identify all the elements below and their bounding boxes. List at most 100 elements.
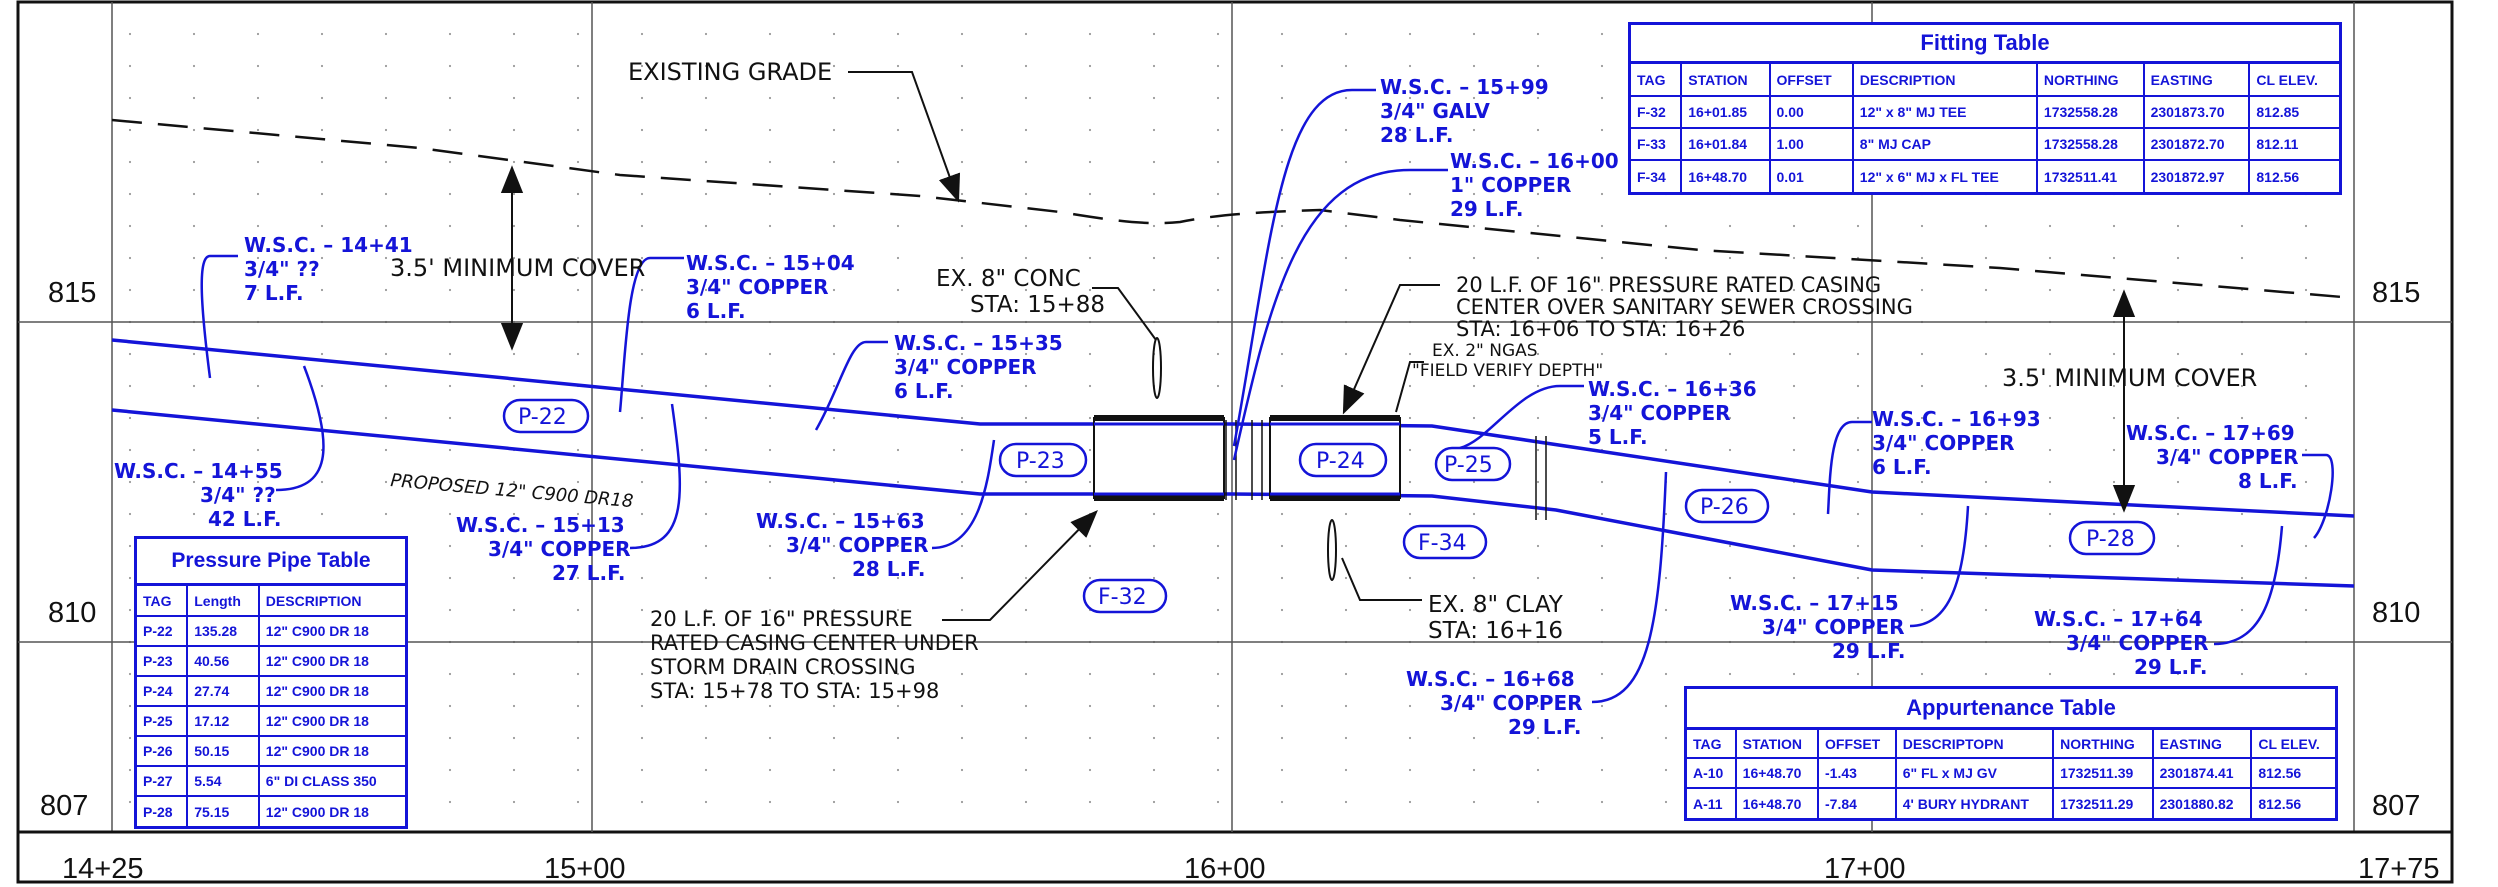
appurtenance-cell: 2301874.41 [2151, 757, 2253, 789]
appurtenance-header: OFFSET [1817, 730, 1897, 759]
pipe-cell: P-27 [137, 765, 189, 797]
service-length: 42 L.F. [208, 507, 281, 531]
table-row: P-24 27.74 12" C900 DR 18 [137, 675, 405, 707]
conc-label-2: STA: 15+88 [970, 292, 1105, 318]
appurtenance-table-grid: TAG STATION OFFSET DESCRIPTOPN NORTHING … [1687, 730, 2335, 818]
conc-crossing-ellipse [1152, 337, 1162, 399]
service-length: 28 L.F. [1380, 123, 1453, 147]
service-size: 1" COPPER [1450, 173, 1571, 197]
appurtenance-header: NORTHING [2052, 730, 2154, 759]
appurtenance-cell: -7.84 [1817, 787, 1897, 818]
fitting-cell: 1732558.28 [2035, 127, 2145, 161]
service-station: W.S.C. – 14+41 [244, 233, 413, 257]
casing-note-right: 20 L.F. OF 16" PRESSURE RATED CASING CEN… [1456, 273, 1913, 341]
service-station: W.S.C. – 15+13 [456, 513, 625, 537]
ngas-label-2: "FIELD VERIFY DEPTH" [1412, 361, 1603, 381]
appurtenance-header: DESCRIPTOPN [1894, 730, 2055, 759]
appurtenance-cell: 1732511.39 [2052, 757, 2154, 789]
service-label-16-93: W.S.C. – 16+93 3/4" COPPER 6 L.F. [1872, 407, 2041, 479]
pipe-cell: P-24 [137, 675, 189, 707]
pipe-table: Pressure Pipe Table TAG Length DESCRIPTI… [134, 536, 408, 829]
min-cover-label-right: 3.5' MINIMUM COVER [2002, 364, 2257, 392]
pipe-cell: 17.12 [186, 705, 260, 737]
pipe-cell: 135.28 [186, 615, 260, 647]
fitting-cell: 1732558.28 [2035, 95, 2145, 129]
pipe-cell: 27.74 [186, 675, 260, 707]
service-length: 7 L.F. [244, 281, 304, 305]
table-row: A-10 16+48.70 -1.43 6" FL x MJ GV 173251… [1687, 757, 2335, 789]
pipe-cell: 6" DI CLASS 350 [257, 765, 405, 797]
service-station: W.S.C. – 17+64 [2034, 607, 2203, 631]
fitting-cell: 812.56 [2248, 159, 2339, 192]
existing-grade-label: EXISTING GRADE [628, 58, 832, 86]
fitting-cell: 16+01.84 [1680, 127, 1771, 161]
existing-grade-line [111, 118, 2355, 300]
service-length: 29 L.F. [2134, 655, 2207, 679]
pipe-cell: 12" C900 DR 18 [257, 795, 405, 826]
appurtenance-cell: 6" FL x MJ GV [1894, 757, 2055, 789]
appurtenance-cell: 1732511.29 [2052, 787, 2154, 818]
fitting-header: EASTING [2142, 64, 2251, 97]
table-row: P-26 50.15 12" C900 DR 18 [137, 735, 405, 767]
service-station: W.S.C. – 17+15 [1730, 591, 1899, 615]
fitting-header: TAG [1631, 64, 1683, 97]
ngas-label-1: EX. 2" NGAS [1432, 341, 1538, 361]
service-station: W.S.C. – 16+68 [1406, 667, 1575, 691]
pipe-cell: 12" C900 DR 18 [257, 735, 405, 767]
service-size: 3/4" COPPER [2066, 631, 2209, 655]
elev-label-810-right: 810 [2372, 597, 2420, 629]
appurtenance-cell: A-11 [1687, 787, 1737, 818]
pipe-header: DESCRIPTION [257, 586, 405, 617]
fitting-cell: 2301872.70 [2142, 127, 2251, 161]
table-row: P-23 40.56 12" C900 DR 18 [137, 645, 405, 677]
station-label-16-00: 16+00 [1184, 853, 1265, 885]
casing-note-left-line: 20 L.F. OF 16" PRESSURE [650, 607, 913, 631]
service-station: W.S.C. – 14+55 [114, 459, 283, 483]
fitting-cell: 0.01 [1768, 159, 1854, 192]
service-length: 6 L.F. [686, 299, 746, 323]
station-label-17-75: 17+75 [2358, 853, 2439, 885]
fitting-table-title: Fitting Table [1631, 25, 2339, 64]
service-station: W.S.C. – 15+99 [1380, 75, 1549, 99]
fitting-cell: 2301872.97 [2142, 159, 2251, 192]
pipe-cell: 12" C900 DR 18 [257, 645, 405, 677]
clay-label-1: EX. 8" CLAY [1428, 592, 1564, 618]
fitting-cell: F-33 [1631, 127, 1683, 161]
service-size: 3/4" COPPER [894, 355, 1037, 379]
pipe-cell: P-26 [137, 735, 189, 767]
tag-f34: F-34 [1418, 531, 1467, 556]
service-size: 3/4" COPPER [1762, 615, 1905, 639]
casing-note-left-line: RATED CASING CENTER UNDER [650, 631, 979, 655]
service-label-16-00: W.S.C. – 16+00 1" COPPER 29 L.F. [1450, 149, 1619, 221]
tag-ovals [502, 398, 2156, 614]
appurtenance-cell: 4' BURY HYDRANT [1894, 787, 2055, 818]
elev-label-815-right: 815 [2372, 277, 2420, 309]
fitting-header: CL ELEV. [2248, 64, 2339, 97]
fitting-cell: 12" x 8" MJ TEE [1851, 95, 2038, 129]
casing-note-right-line: CENTER OVER SANITARY SEWER CROSSING [1456, 295, 1913, 319]
table-row: P-25 17.12 12" C900 DR 18 [137, 705, 405, 737]
pipe-cell: 12" C900 DR 18 [257, 675, 405, 707]
table-row: A-11 16+48.70 -7.84 4' BURY HYDRANT 1732… [1687, 787, 2335, 818]
table-row: P-28 75.15 12" C900 DR 18 [137, 795, 405, 826]
service-label-15-63: W.S.C. – 15+63 3/4" COPPER 28 L.F. [756, 509, 929, 581]
pipe-cell: P-28 [137, 795, 189, 826]
service-label-16-68: W.S.C. – 16+68 3/4" COPPER 29 L.F. [1406, 667, 1583, 739]
fitting-cell: 812.85 [2248, 95, 2339, 129]
fitting-cell: 12" x 6" MJ x FL TEE [1851, 159, 2038, 192]
elev-label-815: 815 [48, 277, 96, 309]
table-row: F-32 16+01.85 0.00 12" x 8" MJ TEE 17325… [1631, 95, 2339, 129]
service-label-17-15: W.S.C. – 17+15 3/4" COPPER 29 L.F. [1730, 591, 1905, 663]
clay-label-2: STA: 16+16 [1428, 618, 1563, 644]
table-row: F-34 16+48.70 0.01 12" x 6" MJ x FL TEE … [1631, 159, 2339, 192]
service-size: 3/4" COPPER [2156, 445, 2299, 469]
service-station: W.S.C. – 16+00 [1450, 149, 1619, 173]
appurtenance-cell: 812.56 [2250, 757, 2335, 789]
fitting-cell: F-32 [1631, 95, 1683, 129]
service-length: 5 L.F. [1588, 425, 1648, 449]
service-size: 3/4" COPPER [1588, 401, 1731, 425]
service-station: W.S.C. – 15+35 [894, 331, 1063, 355]
station-label-15-00: 15+00 [544, 853, 625, 885]
service-size: 3/4" ?? [200, 483, 276, 507]
casing-note-right-line: STA: 16+06 TO STA: 16+26 [1456, 317, 1745, 341]
